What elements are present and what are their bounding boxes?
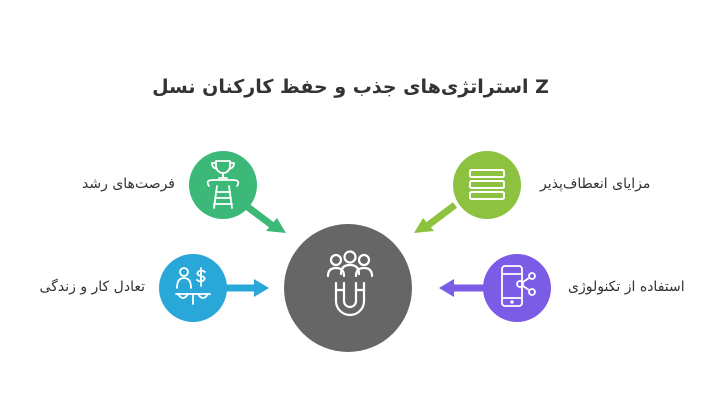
benefits-circle [453,151,521,219]
label-benefits: مزایای انعطاف‌پذیر [540,176,651,192]
growth-circle [189,151,257,219]
center-circle [284,224,412,352]
label-growth: فرصت‌های رشد [82,176,175,192]
label-balance: تعادل کار و زندگی [39,279,145,295]
balance-circle [159,254,227,322]
list-icon [469,169,505,200]
label-technology: استفاده از تکنولوژی [568,279,685,295]
trophy-ladder-icon [206,160,240,209]
balance-scale-icon [175,267,211,305]
diagram-title: Z استراتژی‌های جذب و حفظ کارکنان نسل [152,76,549,98]
smartphone-share-icon [501,265,536,307]
team-magnet-icon [326,250,374,317]
technology-circle [483,254,551,322]
